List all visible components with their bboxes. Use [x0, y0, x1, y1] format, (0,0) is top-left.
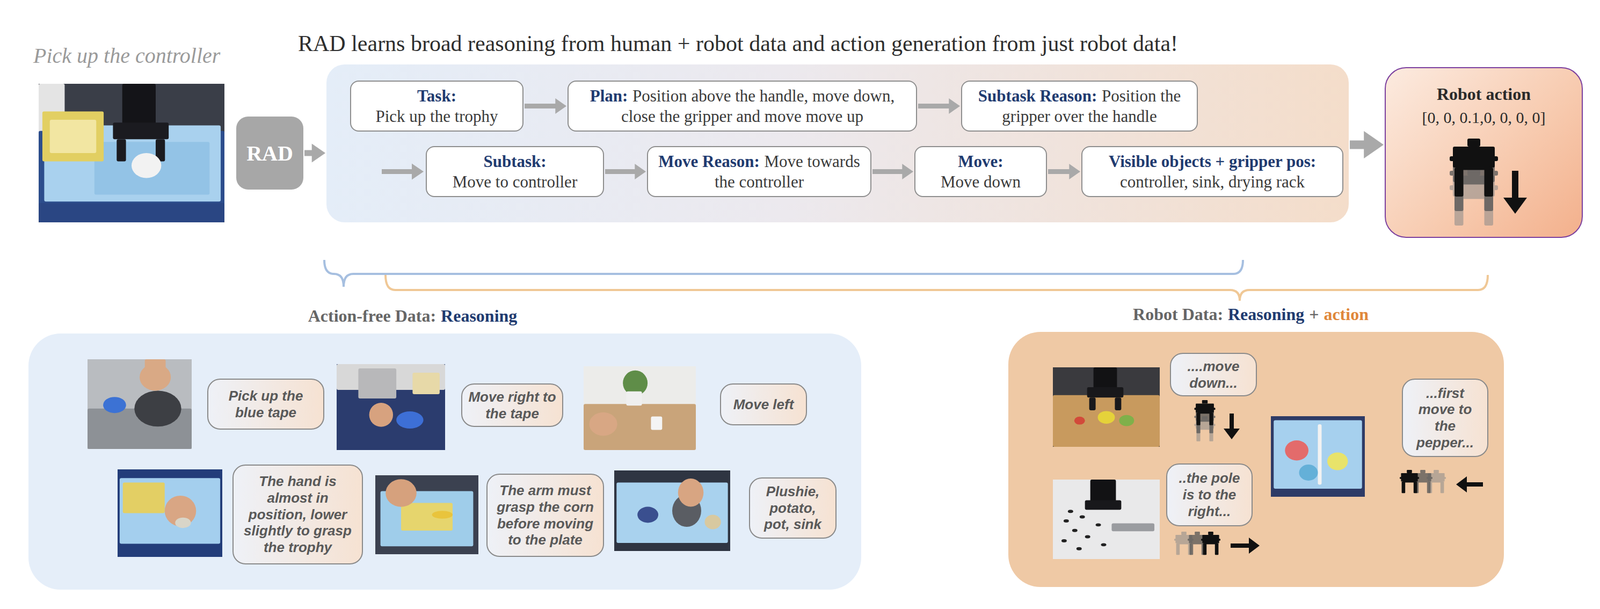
photo-detail	[38, 83, 65, 160]
photo-detail	[44, 125, 221, 202]
panel-heading: Action-free Data:Reasoning	[0, 305, 829, 326]
panel-heading-text: Reasoning	[1227, 304, 1305, 324]
photo-detail	[116, 139, 126, 162]
photo-detail	[131, 153, 162, 178]
photo-background	[38, 83, 225, 223]
text-holder: Move Reason:Move towards the controller	[655, 151, 863, 192]
bubble-text: ..the pole is to the right...	[1178, 469, 1240, 519]
photo-detail	[49, 119, 97, 154]
caption-label: Pick up the controller	[33, 42, 221, 69]
action-heading: Robot action	[1392, 84, 1576, 105]
speech-bubble: ...first move to the pepper...	[1401, 378, 1489, 457]
panel-heading: RAD learns broad reasoning from human + …	[297, 30, 1178, 57]
text-holder: Visible objects + gripper pos:controller…	[1089, 151, 1335, 192]
panel-heading-text: Robot Data:	[1132, 304, 1224, 324]
speech-bubble: Move right to the tape	[461, 383, 564, 427]
text-holder: ...first move to the pepper...	[1408, 384, 1482, 452]
panel-heading-text: Action-free Data:	[308, 306, 436, 326]
arrow-shaft	[304, 150, 314, 157]
step-heading: Subtask Reason:	[978, 86, 1097, 106]
text-holder: Subtask Reason:Position the gripper over…	[969, 85, 1190, 126]
speech-bubble: Plushie, potato, pot, sink	[748, 477, 837, 539]
photo-detail	[42, 111, 104, 162]
flow-arrow	[1349, 131, 1384, 159]
text-holder: ..the pole is to the right...	[1172, 469, 1247, 520]
figure-title: RAD learns broad reasoning from human + …	[297, 31, 1178, 56]
panel-heading-text: action	[1323, 304, 1369, 324]
action-vector: [0, 0, 0.1,0, 0, 0, 0]	[1392, 108, 1576, 127]
text-holder: Move:Move down	[922, 151, 1039, 192]
text-holder: Move left	[726, 396, 801, 413]
step-text: controller, sink, drying rack	[1089, 171, 1335, 192]
reasoning-step-box: Subtask Reason:Position the gripper over…	[961, 80, 1198, 132]
bubble-text: Pick up the blue tape	[228, 387, 304, 421]
bubble-text: Move left	[733, 396, 795, 413]
model-name: RAD	[246, 141, 294, 166]
photo-detail	[94, 141, 210, 195]
speech-bubble: ..the pole is to the right...	[1166, 463, 1253, 527]
step-heading: Move Reason:	[658, 151, 760, 171]
arrow-head	[311, 143, 326, 163]
step-heading: Visible objects + gripper pos:	[1089, 151, 1335, 172]
photo-detail	[38, 131, 225, 223]
step-text: Position above the handle, move down, cl…	[621, 86, 895, 126]
step-heading: Subtask:	[434, 151, 596, 172]
speech-bubble: Pick up the blue tape	[207, 378, 325, 430]
bubble-text: ....move down...	[1187, 358, 1240, 391]
text-holder: ....move down...	[1176, 358, 1251, 391]
robot-action-box: Robot action [0, 0, 0.1,0, 0, 0, 0]	[1384, 67, 1583, 238]
bubble-text: Plushie, potato, pot, sink	[764, 483, 822, 533]
bubble-text: The arm must grasp the corn before movin…	[496, 482, 594, 548]
step-text: Pick up the trophy	[358, 106, 515, 127]
arrow-shaft	[1349, 140, 1366, 150]
step-text: Move down	[922, 171, 1039, 192]
reasoning-step-box: Task:Pick up the trophy	[350, 80, 524, 132]
text-holder: Pick up the blue tape	[213, 387, 318, 421]
step-heading: Plan:	[590, 86, 629, 106]
speech-bubble: The arm must grasp the corn before movin…	[486, 473, 605, 557]
photo-detail	[155, 139, 165, 162]
reasoning-step-box: Move:Move down	[914, 146, 1047, 198]
reasoning-chain-panel: RAD learns broad reasoning from human + …	[326, 64, 1349, 223]
speech-bubble: Move left	[720, 383, 807, 426]
flow-arrow	[304, 143, 326, 163]
text-holder: The hand is almost in position, lower sl…	[238, 473, 357, 556]
bubble-text: ...first move to the pepper...	[1416, 384, 1474, 451]
text-holder: Subtask:Move to controller	[434, 151, 596, 192]
text-holder: Task:Pick up the trophy	[358, 85, 515, 126]
panel-heading-text: Reasoning	[440, 306, 518, 326]
photo	[38, 83, 225, 223]
robot-data-panel: Robot Data:Reasoning+action....move down…	[1008, 331, 1504, 587]
panel-heading-text: +	[1308, 304, 1319, 324]
step-heading: Move:	[922, 151, 1039, 172]
panel-heading: Robot Data:Reasoning+action	[1002, 303, 1499, 325]
bracket	[385, 274, 1488, 301]
text-holder: Plushie, potato, pot, sink	[755, 483, 831, 533]
photo-detail	[122, 83, 156, 129]
photo-detail	[38, 202, 225, 223]
text-holder: Move right to the tape	[467, 388, 557, 422]
reasoning-step-box: Subtask:Move to controller	[425, 146, 605, 198]
step-text: Move to controller	[434, 171, 596, 192]
text-holder: The arm must grasp the corn before movin…	[492, 482, 598, 549]
text-holder: RAD	[236, 140, 304, 166]
text-holder: Plan:Position above the handle, move dow…	[576, 85, 909, 126]
speech-bubble: ....move down...	[1169, 352, 1257, 397]
text-holder: Robot action [0, 0, 0.1,0, 0, 0, 0]	[1392, 84, 1576, 127]
reasoning-step-box: Visible objects + gripper pos:controller…	[1081, 146, 1344, 198]
reasoning-step-box: Move Reason:Move towards the controller	[646, 146, 872, 198]
action-free-data-panel: Action-free Data:ReasoningPick up the bl…	[28, 333, 862, 590]
step-heading: Task:	[358, 85, 515, 106]
arrow-head	[1363, 131, 1384, 159]
photo-detail	[112, 122, 169, 140]
bubble-text: Move right to the tape	[468, 388, 556, 422]
bubble-text: The hand is almost in position, lower sl…	[243, 473, 352, 556]
bracket	[324, 259, 1243, 287]
speech-bubble: The hand is almost in position, lower sl…	[232, 464, 363, 565]
model-box: RAD	[236, 116, 304, 190]
reasoning-step-box: Plan:Position above the handle, move dow…	[567, 80, 918, 132]
